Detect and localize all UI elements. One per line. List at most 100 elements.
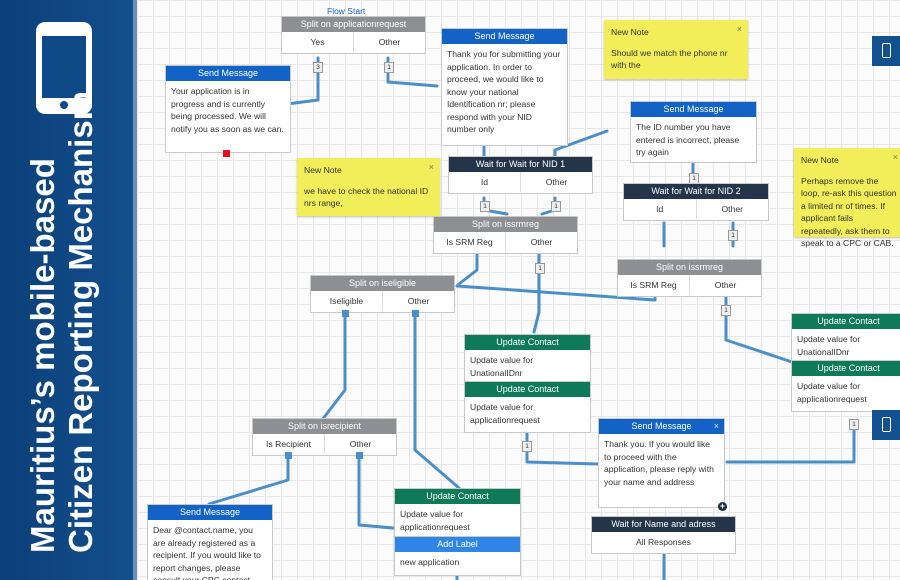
split-isrecipient-node[interactable]: Split on isrecipient Is Recipient Other — [252, 418, 397, 456]
category-is-srm-reg[interactable]: Is SRM Reg — [446, 237, 493, 247]
wait-nid-2-node[interactable]: Wait for Wait for NID 2 Id Other — [623, 183, 769, 221]
banner-title-line-2: Citizen Reporting Mechanism — [62, 90, 99, 553]
node-header: Update Contact — [792, 361, 900, 376]
note-title: New Note — [801, 155, 839, 165]
action-text: Update value for applicationrequest — [400, 509, 470, 532]
node-header: Split on iseligible — [311, 276, 454, 291]
close-icon[interactable]: × — [713, 421, 719, 431]
flow-start-label: Flow Start — [327, 6, 366, 16]
node-header: Send Message — [166, 66, 290, 81]
category-other[interactable]: Other — [324, 434, 396, 454]
update-contact-application-right-node[interactable]: Update Contact Update value for applicat… — [791, 360, 900, 412]
action-text: Update value for UnationalIDnr — [470, 355, 534, 378]
banner: Mauritius’s mobile-based Citizen Reporti… — [0, 0, 137, 580]
split-issrmreg-node[interactable]: Split on issrmreg Is SRM Reg Other — [433, 216, 578, 254]
node-header: Split on applicationrequest — [282, 17, 425, 32]
node-header: Update Contact — [395, 489, 520, 504]
split-issrmreg-node-2[interactable]: Split on issrmreg Is SRM Reg Other — [617, 259, 762, 297]
exit-count-badge: 1 — [480, 201, 490, 212]
exit-count-badge: 1 — [522, 441, 532, 452]
update-contact-application-node[interactable]: Update Contact Update value for applicat… — [464, 381, 591, 433]
node-header: Update Contact — [465, 382, 590, 397]
exit-count-badge: 3 — [313, 62, 323, 73]
mobile-phone-icon[interactable] — [872, 36, 900, 66]
action-text: Update value for applicationrequest — [797, 381, 867, 404]
add-action-icon[interactable]: + — [718, 501, 727, 511]
note-remove-loop[interactable]: × New Note Perhaps remove the loop, re-a… — [794, 148, 900, 248]
exit-count-badge: 1 — [849, 419, 859, 430]
split-iseligible-node[interactable]: Split on iseligible Iseligible Other — [310, 275, 455, 313]
category-other[interactable]: Other — [695, 199, 769, 219]
node-header: Wait for Wait for NID 2 — [624, 184, 768, 199]
node-header: Send Message — [631, 102, 756, 117]
node-header: Update Contact — [792, 314, 900, 329]
exit-count-badge: 1 — [721, 305, 731, 316]
action-text: Update value for UnationalIDnr — [797, 334, 861, 357]
node-header: Split on isrecipient — [253, 419, 396, 434]
note-title: New Note — [611, 27, 649, 37]
node-header: Send Message — [442, 29, 567, 44]
exit-handle — [412, 310, 419, 317]
mobile-phone-icon — [36, 22, 92, 114]
message-text: Your application is in progress and is c… — [171, 86, 284, 134]
exit-handle — [356, 452, 363, 459]
close-icon[interactable]: × — [736, 24, 742, 34]
category-other[interactable]: Other — [353, 32, 425, 52]
banner-title-line-1: Mauritius’s mobile-based — [24, 158, 61, 553]
note-text: we have to check the national ID nrs ran… — [304, 185, 429, 209]
node-header: Wait for Name and adress — [592, 517, 735, 532]
node-header: Wait for Wait for NID 1 — [449, 157, 592, 172]
label-text: new application — [400, 557, 460, 567]
message-text: Thank you. If you would like to proceed … — [604, 439, 714, 487]
send-message-in-progress-node[interactable]: Send Message Your application is in prog… — [165, 65, 291, 153]
close-icon[interactable]: × — [892, 152, 898, 162]
wait-nid-1-node[interactable]: Wait for Wait for NID 1 Id Other — [448, 156, 593, 194]
message-text: Dear @contact.name, you are already regi… — [153, 525, 261, 580]
category-other[interactable]: Other — [505, 232, 577, 252]
add-label-node[interactable]: Add Label new application — [394, 536, 521, 576]
exit-count-badge: 1 — [384, 62, 394, 73]
split-applicationrequest-node[interactable]: Split on applicationrequest Yes Other — [281, 16, 426, 54]
flow-canvas[interactable]: Flow Start Split on applicationrequest Y… — [137, 0, 900, 580]
category-all-responses[interactable]: All Responses — [636, 537, 691, 547]
send-message-thanks-node[interactable]: Send Message Thank you for submitting yo… — [441, 28, 568, 146]
note-text: Perhaps remove the loop, re-ask this que… — [801, 175, 897, 249]
category-iseligible[interactable]: Iseligible — [329, 296, 364, 306]
node-header: Send Message — [148, 505, 272, 520]
close-icon[interactable]: × — [428, 162, 434, 172]
send-message-proceed-node[interactable]: Send Message × Thank you. If you would l… — [598, 418, 725, 508]
category-id[interactable]: Id — [480, 177, 489, 187]
exit-count-badge: 1 — [551, 201, 561, 212]
node-header: Split on issrmreg — [434, 217, 577, 232]
exit-handle — [342, 310, 349, 317]
message-text: The ID number you have entered is incorr… — [636, 122, 740, 157]
update-contact-nid-right-node[interactable]: Update Contact Update value for Unationa… — [791, 313, 900, 361]
missing-exit-indicator — [223, 150, 230, 157]
note-title: New Note — [304, 165, 342, 175]
category-is-srm-reg[interactable]: Is SRM Reg — [630, 280, 677, 290]
wait-name-address-node[interactable]: Wait for Name and adress All Responses — [591, 516, 736, 554]
category-other[interactable]: Other — [520, 172, 592, 192]
mobile-phone-icon[interactable] — [872, 410, 900, 440]
category-id[interactable]: Id — [656, 204, 664, 214]
banner-title: Mauritius’s mobile-based Citizen Reporti… — [0, 5, 137, 565]
category-yes[interactable]: Yes — [310, 37, 325, 47]
update-contact-nid-node[interactable]: Update Contact Update value for Unationa… — [464, 334, 591, 382]
exit-handle — [285, 452, 292, 459]
category-is-recipient[interactable]: Is Recipient — [266, 439, 311, 449]
node-header: Add Label — [395, 537, 520, 552]
category-other[interactable]: Other — [382, 291, 454, 311]
exit-count-badge: 1 — [728, 230, 738, 241]
note-check-id-range[interactable]: × New Note we have to check the national… — [297, 158, 440, 216]
send-message-registered-node[interactable]: Send Message Dear @contact.name, you are… — [147, 504, 273, 580]
send-message-incorrect-id-node[interactable]: Send Message The ID number you have ente… — [630, 101, 757, 163]
node-header: Send Message × — [599, 419, 724, 434]
message-text: Thank you for submitting your applicatio… — [447, 49, 561, 134]
update-contact-application-2-node[interactable]: Update Contact Update value for applicat… — [394, 488, 521, 537]
category-other[interactable]: Other — [689, 275, 761, 295]
note-text: Should we match the phone nr with the — [611, 47, 728, 71]
node-header: Update Contact — [465, 335, 590, 350]
node-title: Send Message — [631, 421, 692, 431]
exit-count-badge: 1 — [535, 263, 545, 274]
note-match-phone[interactable]: × New Note Should we match the phone nr … — [604, 20, 748, 79]
